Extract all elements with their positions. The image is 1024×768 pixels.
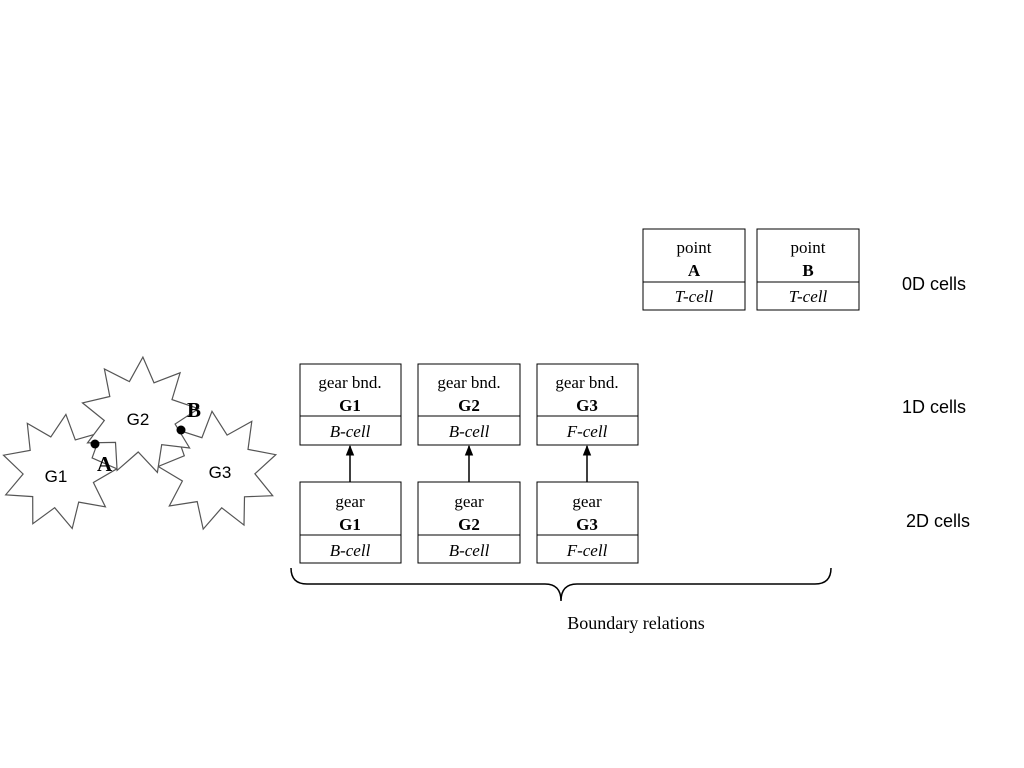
cell-name: G2 <box>458 396 480 415</box>
cell-type: B-cell <box>330 422 371 441</box>
cell-title: gear <box>572 492 602 511</box>
gear-g3-shape <box>156 409 278 531</box>
cell-0d-point-a: point A T-cell <box>642 228 746 311</box>
cell-type: T-cell <box>675 287 714 306</box>
gear-g2-label: G2 <box>127 410 150 429</box>
cell-type: F-cell <box>566 422 608 441</box>
contact-point-b-label: B <box>187 398 201 422</box>
cell-title: gear <box>454 492 484 511</box>
cell-1d-gear-bnd-g2: gear bnd. G2 B-cell <box>417 363 521 446</box>
cell-type: B-cell <box>449 541 490 560</box>
cell-type: T-cell <box>789 287 828 306</box>
cell-title: gear <box>335 492 365 511</box>
cell-name: B <box>802 261 813 280</box>
boundary-relations-label: Boundary relations <box>567 613 704 633</box>
cell-2d-gear-g1: gear G1 B-cell <box>299 481 402 564</box>
cell-2d-gear-g3: gear G3 F-cell <box>536 481 639 564</box>
cell-2d-gear-g2: gear G2 B-cell <box>417 481 521 564</box>
cell-title: gear bnd. <box>318 373 381 392</box>
gear-illustration: G1 G2 G3 A B <box>2 355 278 531</box>
cell-title: gear bnd. <box>437 373 500 392</box>
cell-type: B-cell <box>449 422 490 441</box>
row-label-1d: 1D cells <box>902 397 966 417</box>
cell-type: F-cell <box>566 541 608 560</box>
row-label-0d: 0D cells <box>902 274 966 294</box>
cell-name: G3 <box>576 396 598 415</box>
contact-point-b <box>176 425 186 435</box>
contact-point-a <box>90 439 100 449</box>
gear-g3-label: G3 <box>209 463 232 482</box>
boundary-brace <box>290 567 832 602</box>
row-label-2d: 2D cells <box>906 511 970 531</box>
cell-name: G1 <box>339 396 361 415</box>
cell-name: G3 <box>576 515 598 534</box>
cell-title: point <box>677 238 712 257</box>
cell-title: gear bnd. <box>555 373 618 392</box>
cell-1d-gear-bnd-g3: gear bnd. G3 F-cell <box>536 363 639 446</box>
cell-name: A <box>688 261 701 280</box>
contact-point-a-label: A <box>97 452 113 476</box>
gear-g2-shape <box>81 355 200 474</box>
cell-1d-gear-bnd-g1: gear bnd. G1 B-cell <box>299 363 402 446</box>
gear-g1-label: G1 <box>45 467 68 486</box>
cell-0d-point-b: point B T-cell <box>756 228 860 311</box>
cell-title: point <box>791 238 826 257</box>
cell-type: B-cell <box>330 541 371 560</box>
cell-name: G1 <box>339 515 361 534</box>
cell-name: G2 <box>458 515 480 534</box>
